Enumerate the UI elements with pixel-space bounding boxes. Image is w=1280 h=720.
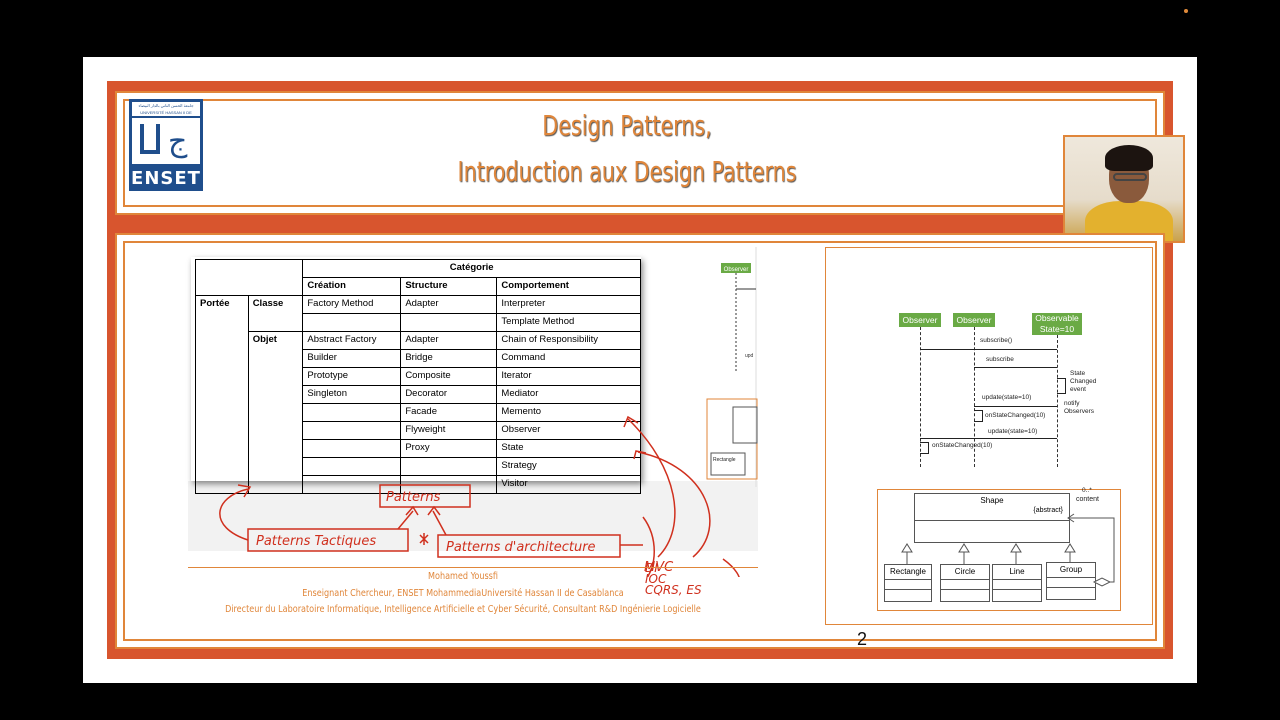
glasses-icon bbox=[1113, 173, 1147, 181]
webcam-video bbox=[1063, 135, 1185, 243]
subscribe-1-label: subscribe() bbox=[980, 337, 1013, 344]
table-cell: Composite bbox=[400, 367, 498, 386]
title-line-1: Design Patterns, bbox=[542, 109, 712, 142]
author-line-3: Directeur du Laboratoire Informatique, I… bbox=[225, 604, 701, 615]
table-cell: Template Method bbox=[496, 313, 641, 332]
table-cell: Mediator bbox=[496, 385, 641, 404]
onstate-2-label: onStateChanged(10) bbox=[932, 442, 993, 449]
author-block: Mohamed Youssfi Enseignant Chercheur, EN… bbox=[211, 569, 715, 619]
table-cell: Decorator bbox=[400, 385, 498, 404]
table-cell: Abstract Factory bbox=[302, 331, 402, 350]
col-behavior: Comportement bbox=[496, 277, 641, 296]
table-cell: Builder bbox=[302, 349, 402, 368]
table-cell: Factory Method bbox=[302, 295, 402, 314]
partial-sequence-diagram: Observer upd Rectangle bbox=[706, 247, 758, 487]
table-header-category: Catégorie bbox=[302, 259, 641, 278]
observer-1-box: Observer bbox=[899, 313, 941, 327]
uml-class-diagram bbox=[877, 489, 1121, 611]
subscribe-2-label: subscribe bbox=[986, 356, 1014, 363]
content-label: content bbox=[1076, 496, 1099, 503]
partial-observer-label: Observer bbox=[724, 267, 749, 273]
table-cell: Visitor bbox=[496, 475, 641, 494]
pattern-category-table: Catégorie Création Structure Comportemen… bbox=[191, 257, 641, 494]
table-cell: Singleton bbox=[302, 385, 402, 404]
handwritten-annotations: Patterns Patterns Tactiques Patterns d'a… bbox=[219, 415, 740, 577]
ioc-label: IOC bbox=[645, 572, 667, 586]
author-divider bbox=[188, 567, 758, 568]
table-cell: Adapter bbox=[400, 331, 498, 350]
partial-rectangle-label: Rectangle bbox=[713, 457, 736, 463]
enset-logo: جامعة الحسن الثاني بالدار البيضاء UNIVER… bbox=[129, 99, 203, 191]
header-panel: جامعة الحسن الثاني بالدار البيضاء UNIVER… bbox=[115, 91, 1185, 243]
circle-class: Circle bbox=[940, 564, 990, 602]
line-class: Line bbox=[992, 564, 1042, 602]
cqrs-label: CQRS, ES bbox=[645, 583, 702, 597]
table-cell: Chain of Responsibility bbox=[496, 331, 641, 350]
observable-box: Observable State=10 bbox=[1032, 313, 1082, 335]
slide: جامعة الحسن الثاني بالدار البيضاء UNIVER… bbox=[83, 57, 1197, 683]
shape-class-name: Shape bbox=[980, 496, 1004, 505]
update-2-label: update(state=10) bbox=[988, 428, 1038, 435]
onstate-1-label: onStateChanged(10) bbox=[985, 412, 1046, 419]
row-scope: Portée bbox=[195, 295, 249, 494]
notify-label: notify Observers bbox=[1064, 400, 1094, 415]
uml-connectors bbox=[901, 513, 1115, 587]
logo-text: ENSET bbox=[131, 168, 201, 189]
observer-diagram-panel: Observer Observer Observable State=10 su… bbox=[825, 247, 1153, 625]
table-cell: Interpreter bbox=[496, 295, 641, 314]
logo-university-text: جامعة الحسن الثاني بالدار البيضاء UNIVER… bbox=[132, 102, 200, 116]
title-line-2: Introduction aux Design Patterns bbox=[457, 155, 797, 188]
row-class: Classe bbox=[247, 295, 304, 332]
table-cell bbox=[302, 313, 402, 332]
observer-2-box: Observer bbox=[953, 313, 995, 327]
table-cell bbox=[400, 313, 498, 332]
pattern-list: DI IOC CQRS, ES bbox=[645, 561, 702, 597]
author-name: Mohamed Youssfi bbox=[427, 571, 499, 582]
col-creation: Création bbox=[302, 277, 402, 296]
state-changed-label: State Changed event bbox=[1070, 370, 1097, 393]
table-cell: Bridge bbox=[400, 349, 498, 368]
architecture-label: Patterns d'architecture bbox=[446, 540, 596, 555]
author-line-2: Enseignant Chercheur, ENSET MohammediaUn… bbox=[302, 587, 624, 599]
partial-upd-label: upd bbox=[745, 353, 754, 359]
indicator-dot bbox=[1184, 9, 1188, 13]
patterns-label: Patterns bbox=[386, 490, 441, 505]
abstract-label: {abstract} bbox=[1033, 507, 1063, 514]
tactiques-label: Patterns Tactiques bbox=[256, 534, 376, 549]
multiplicity-label: 0..* bbox=[1082, 487, 1092, 494]
group-class: Group bbox=[1046, 562, 1096, 600]
update-1-label: update(state=10) bbox=[982, 394, 1032, 401]
col-structure: Structure bbox=[400, 277, 498, 296]
table-cell: Prototype bbox=[302, 367, 402, 386]
table-cell: Iterator bbox=[496, 367, 641, 386]
page-number: 2 bbox=[857, 629, 868, 649]
shape-class: Shape {abstract} bbox=[914, 493, 1070, 543]
di-label: DI bbox=[645, 561, 658, 575]
slide-title: Design Patterns, Introduction aux Design… bbox=[455, 103, 799, 195]
rectangle-class: Rectangle bbox=[884, 564, 932, 602]
table-cell: Adapter bbox=[400, 295, 498, 314]
table-cell: Command bbox=[496, 349, 641, 368]
